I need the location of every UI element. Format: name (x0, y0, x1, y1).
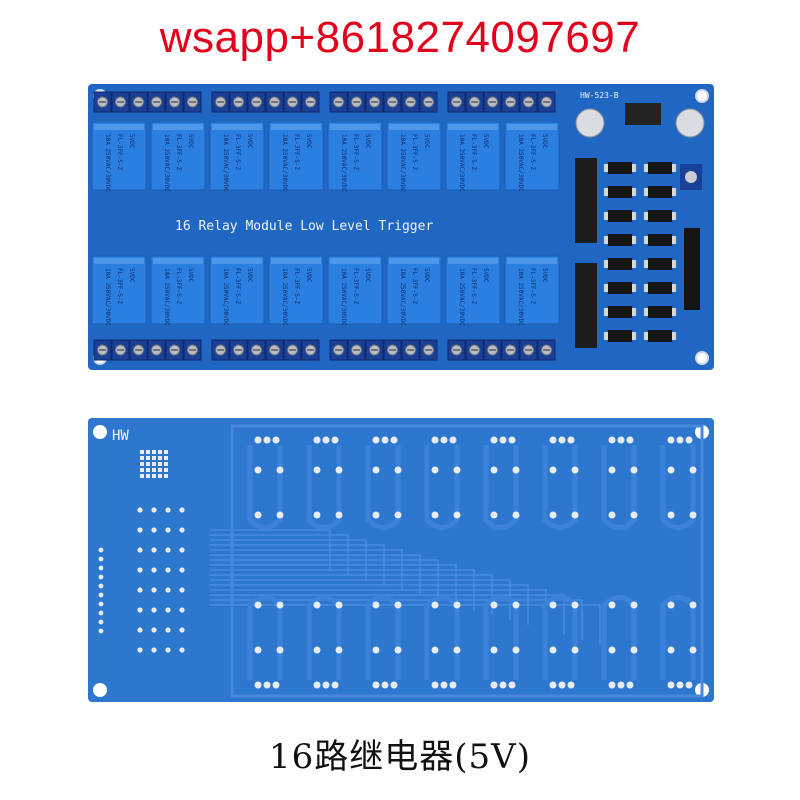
relay-spec-text: 10A 250VAC/30VDC (104, 134, 111, 192)
relay-spec-text: FL-3FF-S-Z (293, 268, 300, 305)
relay-spec-text: 10A 250VAC/30VDC (517, 268, 524, 326)
relay-spec-text: 5VDC (128, 268, 135, 283)
solder-pads (98, 436, 697, 689)
relay: 10A 250VAC/30VDC FL-3FF-S-Z 5VDC (386, 121, 442, 192)
relay: 10A 250VAC/30VDC FL-3FF-S-Z 5VDC (445, 255, 501, 326)
relay-spec-text: 5VDC (187, 268, 194, 283)
relay-spec-text: 10A 250VAC/30VDC (281, 134, 288, 192)
relay: 10A 250VAC/30VDC FL-3FF-S-Z 5VDC (209, 255, 265, 326)
relay-spec-text: FL-3FF-S-Z (234, 134, 241, 171)
relay-spec-text: 5VDC (364, 134, 371, 149)
relay: 10A 250VAC/30VDC FL-3FF-S-Z 5VDC (91, 255, 147, 326)
relay: 10A 250VAC/30VDC FL-3FF-S-Z 5VDC (150, 255, 206, 326)
relay: 10A 250VAC/30VDC FL-3FF-S-Z 5VDC (327, 121, 383, 192)
screw-terminals-top-row (93, 91, 556, 113)
relay-spec-text: FL-3FF-S-Z (470, 134, 477, 171)
relay-spec-text: 5VDC (364, 268, 371, 283)
relay-spec-text: 10A 250VAC/30VDC (517, 134, 524, 192)
capacitor-2 (675, 108, 705, 138)
relay-spec-text: 5VDC (541, 134, 548, 149)
relay: 10A 250VAC/30VDC FL-3FF-S-Z 5VDC (209, 121, 265, 192)
terminal-block (329, 91, 438, 113)
relay-spec-text: FL-3FF-S-Z (116, 268, 123, 305)
relay: 10A 250VAC/30VDC FL-3FF-S-Z 5VDC (268, 121, 324, 192)
product-caption-text: 16路继电器(5V) (269, 736, 531, 777)
relay-spec-text: 10A 250VAC/30VDC (340, 268, 347, 326)
relay-spec-text: FL-3FF-S-Z (293, 134, 300, 171)
contact-banner: wsapp+8618274097697 (0, 0, 800, 75)
product-caption: 16路继电器(5V) (0, 728, 800, 778)
relay-spec-text: FL-3FF-S-Z (470, 268, 477, 305)
relay-spec-text: 10A 250VAC/30VDC (399, 134, 406, 192)
pin-header (684, 228, 700, 310)
relay-spec-text: FL-3FF-S-Z (175, 268, 182, 305)
relay-spec-text: 10A 250VAC/30VDC (340, 134, 347, 192)
relay: 10A 250VAC/30VDC FL-3FF-S-Z 5VDC (445, 121, 501, 192)
relay-spec-text: FL-3FF-S-Z (352, 134, 359, 171)
relay-spec-text: 5VDC (305, 134, 312, 149)
relay-spec-text: 5VDC (305, 268, 312, 283)
contact-text: wsapp+8618274097697 (159, 12, 641, 62)
relay-spec-text: 10A 250VAC/30VDC (281, 268, 288, 326)
relay-spec-text: 10A 250VAC/30VDC (399, 268, 406, 326)
relay: 10A 250VAC/30VDC FL-3FF-S-Z 5VDC (91, 121, 147, 192)
terminal-block (93, 91, 202, 113)
control-circuit-area (575, 103, 705, 348)
relay-spec-text: FL-3FF-S-Z (411, 134, 418, 171)
terminal-block (447, 91, 556, 113)
terminal-block (211, 339, 320, 361)
relay-spec-text: 5VDC (482, 268, 489, 283)
relay-spec-text: FL-3FF-S-Z (529, 134, 536, 171)
relay-spec-text: 5VDC (423, 134, 430, 149)
terminal-block (211, 91, 320, 113)
relay-spec-text: 10A 250VAC/30VDC (458, 268, 465, 326)
relay-spec-text: FL-3FF-S-Z (175, 134, 182, 171)
terminal-block (329, 339, 438, 361)
relay-module-bottom-photo: HW (88, 418, 714, 702)
model-label-silkscreen: HW-523-B (580, 91, 619, 100)
relay: 10A 250VAC/30VDC FL-3FF-S-Z 5VDC (268, 255, 324, 326)
relay-spec-text: 10A 250VAC/30VDC (104, 268, 111, 326)
relay: 10A 250VAC/30VDC FL-3FF-S-Z 5VDC (504, 255, 560, 326)
relay-spec-text: FL-3FF-S-Z (411, 268, 418, 305)
relay: 10A 250VAC/30VDC FL-3FF-S-Z 5VDC (386, 255, 442, 326)
relay-spec-text: 10A 250VAC/30VDC (222, 268, 229, 326)
relay-spec-text: 10A 250VAC/30VDC (163, 268, 170, 326)
brand-silkscreen: HW (112, 428, 129, 444)
terminal-block (93, 339, 202, 361)
relay-spec-text: 5VDC (541, 268, 548, 283)
relay-spec-text: 5VDC (246, 268, 253, 283)
relay-spec-text: 5VDC (246, 134, 253, 149)
terminal-block (447, 339, 556, 361)
relay-spec-text: 5VDC (482, 134, 489, 149)
capacitor-1 (575, 108, 605, 138)
relay-spec-text: FL-3FF-S-Z (234, 268, 241, 305)
relay-spec-text: FL-3FF-S-Z (116, 134, 123, 171)
relay-spec-text: 5VDC (187, 134, 194, 149)
module-title-silkscreen: 16 Relay Module Low Level Trigger (175, 219, 433, 234)
relay-spec-text: 10A 250VAC/30VDC (163, 134, 170, 192)
relay-spec-text: 5VDC (128, 134, 135, 149)
screw-terminals-bottom-row (93, 339, 556, 361)
relay-spec-text: 10A 250VAC/30VDC (458, 134, 465, 192)
relay-spec-text: FL-3FF-S-Z (529, 268, 536, 305)
relay: 10A 250VAC/30VDC FL-3FF-S-Z 5VDC (150, 121, 206, 192)
relay: 10A 250VAC/30VDC FL-3FF-S-Z 5VDC (327, 255, 383, 326)
relay-spec-text: 5VDC (423, 268, 430, 283)
relay-spec-text: 10A 250VAC/30VDC (222, 134, 229, 192)
relay: 10A 250VAC/30VDC FL-3FF-S-Z 5VDC (504, 121, 560, 192)
relay-spec-text: FL-3FF-S-Z (352, 268, 359, 305)
